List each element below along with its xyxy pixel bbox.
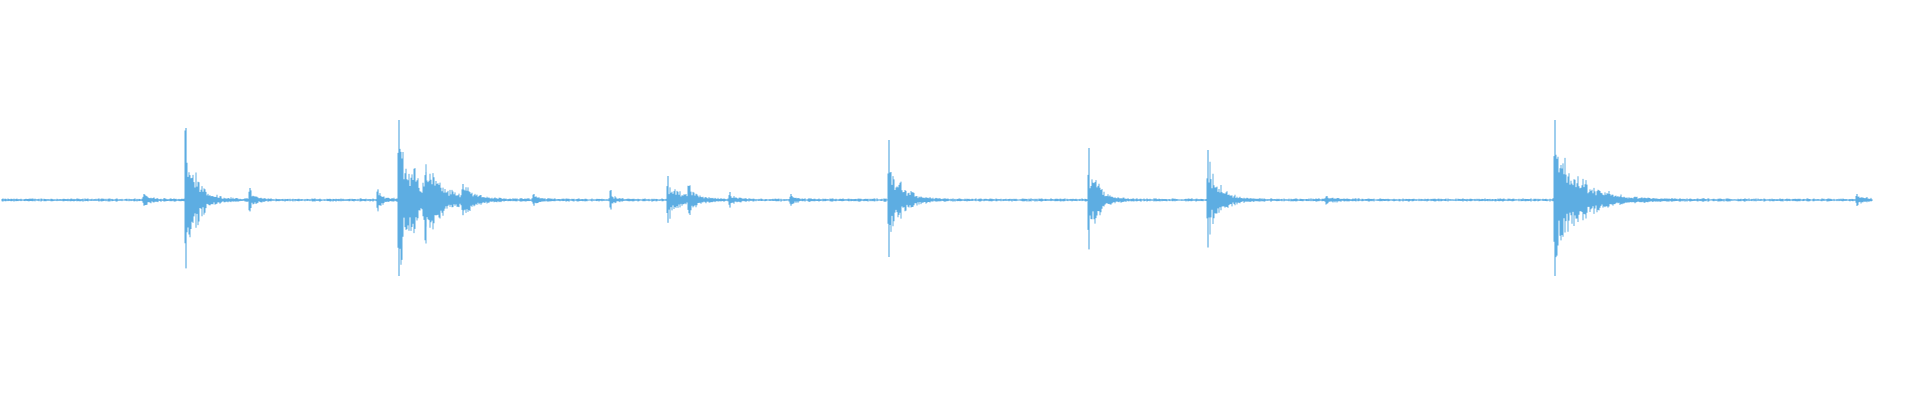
waveform-signal: [1, 130, 1873, 265]
